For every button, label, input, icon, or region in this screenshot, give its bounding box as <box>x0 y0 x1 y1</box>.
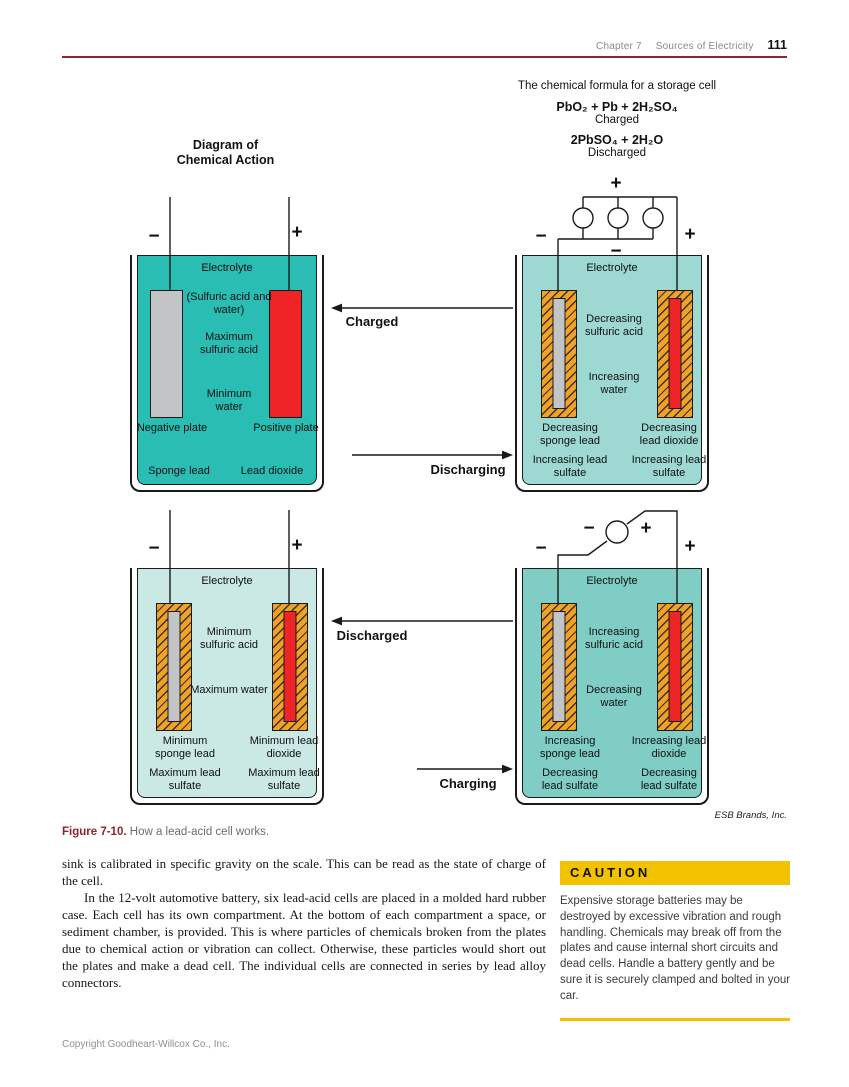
electrolyte-label: Electrolyte <box>586 262 638 274</box>
page-number: 111 <box>767 38 787 52</box>
charging-arrow-label: Charging <box>439 776 497 791</box>
acid-state-label: Maximum sulfuric acid <box>199 331 259 356</box>
lead-dioxide-core <box>668 298 682 409</box>
negative-terminal: − <box>148 226 160 247</box>
electrolyte-note: (Sulfuric acid and water) <box>186 291 272 316</box>
sponge-lead-core <box>552 611 566 722</box>
electrolyte-label: Electrolyte <box>201 575 253 587</box>
body-paragraph-2: In the 12-volt automotive battery, six l… <box>62 890 546 990</box>
discharged-formula: 2PbSO₄ + 2H₂O <box>570 133 664 147</box>
positive-terminal: + <box>684 536 696 557</box>
generator-positive: + <box>640 518 652 539</box>
header-rule <box>62 56 787 58</box>
water-state-label: Decreasing water <box>586 684 642 709</box>
figure-caption-text: How a lead-acid cell works. <box>129 826 270 838</box>
lead-dioxide-core <box>283 611 297 722</box>
copyright-footer: Copyright Goodheart-Willcox Co., Inc. <box>62 1039 230 1050</box>
lead-dioxide-core <box>668 611 682 722</box>
page-header: Chapter 7 Sources of Electricity 111 <box>596 38 787 52</box>
charged-arrow <box>331 303 513 313</box>
water-state-label: Maximum water <box>190 684 268 696</box>
right-plate-state-2: Decreasing lead sulfate <box>640 767 698 792</box>
discharging-arrow-label: Discharging <box>430 462 506 477</box>
negative-terminal: − <box>535 538 547 559</box>
negative-terminal: − <box>535 226 547 247</box>
sponge-lead-label: Sponge lead <box>148 465 210 477</box>
diagram-title: Diagram of Chemical Action <box>176 138 275 167</box>
discharged-formula-label: Discharged <box>587 147 647 159</box>
left-plate-state-2: Decreasing lead sulfate <box>541 767 599 792</box>
right-plate-state-2: Increasing lead sulfate <box>631 454 707 479</box>
positive-plate-coated <box>657 603 693 731</box>
left-plate-state-2: Maximum lead sulfate <box>149 767 221 792</box>
body-paragraph-1: sink is calibrated in specific gravity o… <box>62 856 546 888</box>
left-plate-state-1: Increasing sponge lead <box>540 735 600 760</box>
chapter-label: Chapter 7 <box>596 41 642 52</box>
negative-plate-coated <box>156 603 192 731</box>
discharging-cell: Electrolyte Decreasing sulfuric acid Inc… <box>515 255 709 492</box>
discharging-arrow <box>352 450 513 460</box>
caution-bottom-rule <box>560 1018 790 1021</box>
right-plate-state-1: Increasing lead dioxide <box>631 735 707 760</box>
positive-terminal: + <box>684 224 696 245</box>
right-plate-state-2: Maximum lead sulfate <box>248 767 320 792</box>
charged-formula-label: Charged <box>594 114 640 126</box>
discharged-cell: Electrolyte Minimum sulfuric acid Maximu… <box>130 568 324 805</box>
charging-arrow <box>417 764 513 774</box>
positive-terminal: + <box>291 535 303 556</box>
negative-plate-coated <box>541 603 577 731</box>
figure-caption: Figure 7-10. How a lead-acid cell works. <box>62 826 269 838</box>
negative-terminal: − <box>148 538 160 559</box>
formula-block: The chemical formula for a storage cell … <box>457 80 777 166</box>
body-text-column: sink is calibrated in specific gravity o… <box>62 855 546 991</box>
sponge-lead-core <box>167 611 181 722</box>
negative-plate <box>150 290 183 418</box>
positive-plate-label: Positive plate <box>253 422 319 434</box>
acid-state-label: Decreasing sulfuric acid <box>584 313 644 338</box>
figure-caption-label: Figure 7-10. <box>62 826 127 838</box>
generator-negative: − <box>583 518 595 539</box>
positive-terminal: + <box>610 173 622 194</box>
water-state-label: Minimum water <box>206 388 252 413</box>
caution-header: CAUTION <box>560 861 790 885</box>
lead-dioxide-label: Lead dioxide <box>240 465 304 477</box>
acid-state-label: Increasing sulfuric acid <box>584 626 644 651</box>
formula-title: The chemical formula for a storage cell <box>517 80 717 92</box>
electrolyte-label: Electrolyte <box>201 262 253 274</box>
water-state-label: Increasing water <box>588 371 640 396</box>
left-plate-state-1: Decreasing sponge lead <box>540 422 600 447</box>
electrolyte-label: Electrolyte <box>586 575 638 587</box>
positive-terminal: + <box>291 222 303 243</box>
negative-plate-coated <box>541 290 577 418</box>
charged-cell: Electrolyte (Sulfuric acid and water) Ma… <box>130 255 324 492</box>
negative-plate-label: Negative plate <box>136 422 208 434</box>
discharged-arrow-label: Discharged <box>336 628 408 643</box>
right-plate-state-1: Decreasing lead dioxide <box>639 422 699 447</box>
left-plate-state-1: Minimum sponge lead <box>155 735 215 760</box>
charged-formula: PbO₂ + Pb + 2H₂SO₄ <box>556 100 678 114</box>
section-label: Sources of Electricity <box>655 41 754 52</box>
right-plate-state-1: Minimum lead dioxide <box>249 735 319 760</box>
negative-terminal: − <box>610 241 622 262</box>
charged-arrow-label: Charged <box>345 314 399 329</box>
charging-cell: Electrolyte Increasing sulfuric acid Dec… <box>515 568 709 805</box>
figure-credit: ESB Brands, Inc. <box>714 810 787 821</box>
acid-state-label: Minimum sulfuric acid <box>199 626 259 651</box>
discharged-arrow <box>331 616 513 626</box>
caution-title: CAUTION <box>570 865 651 880</box>
left-plate-state-2: Increasing lead sulfate <box>532 454 608 479</box>
positive-plate-coated <box>657 290 693 418</box>
positive-plate-coated <box>272 603 308 731</box>
sponge-lead-core <box>552 298 566 409</box>
caution-text: Expensive storage batteries may be destr… <box>560 895 791 1002</box>
positive-plate <box>269 290 302 418</box>
